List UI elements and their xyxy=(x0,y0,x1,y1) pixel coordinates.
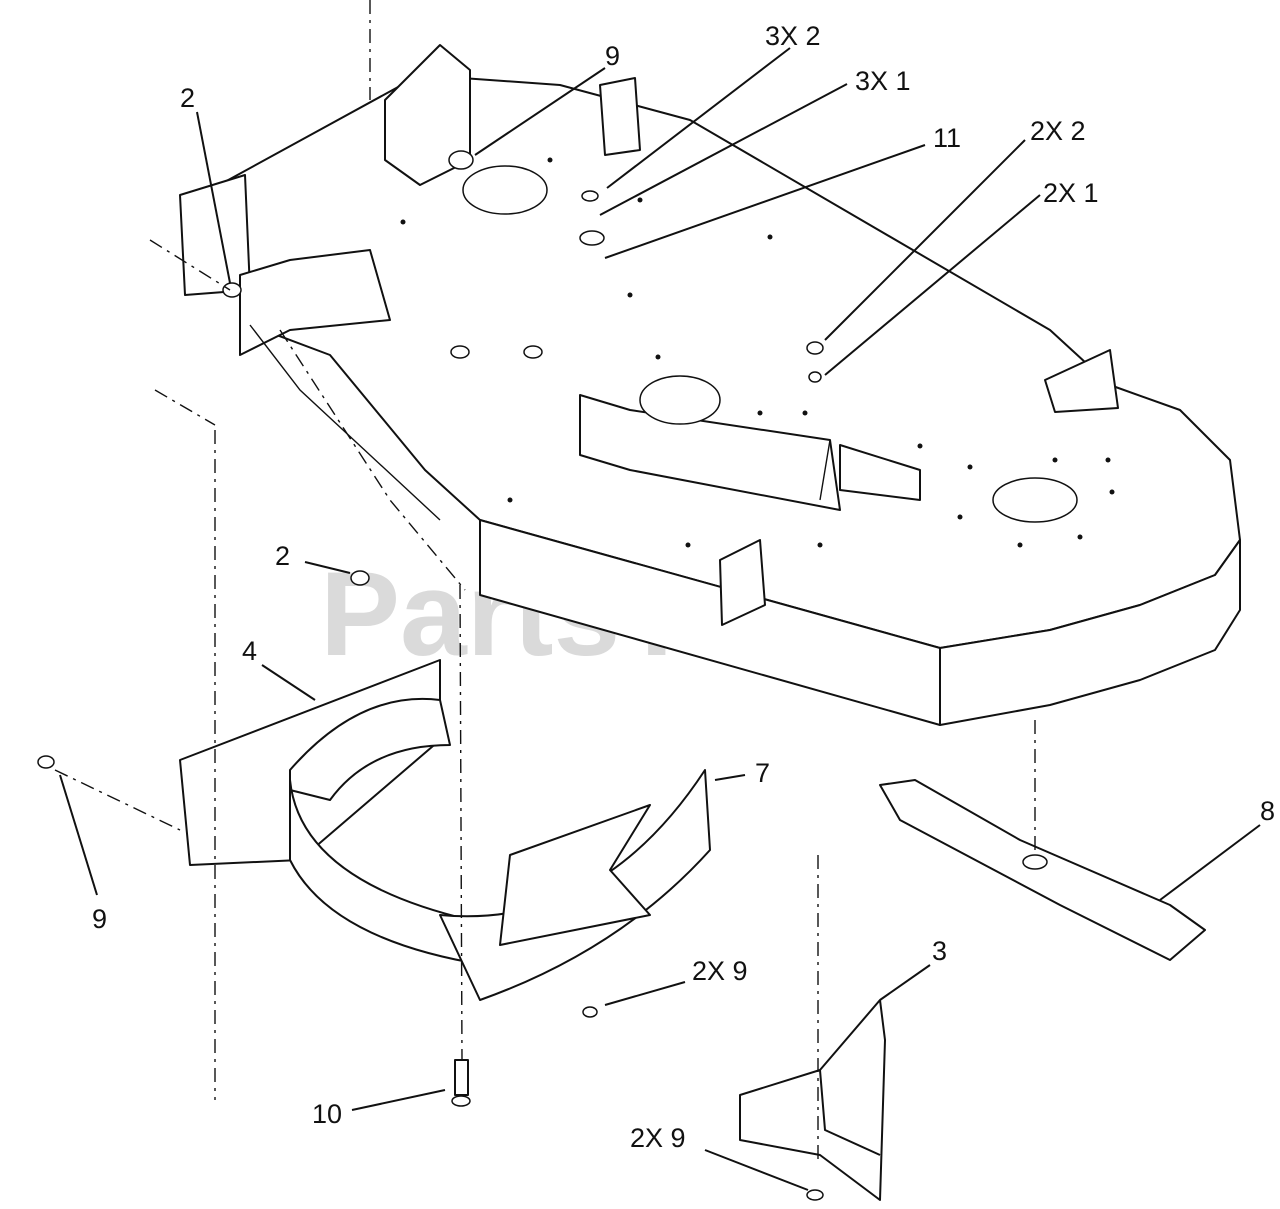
callout-11: 11 xyxy=(933,123,961,153)
mower-deck-housing xyxy=(179,44,1241,726)
callout-2x1: 2X 1 xyxy=(1043,178,1099,208)
callout-3x1: 3X 1 xyxy=(855,66,911,96)
callout-2x9-bottom: 2X 9 xyxy=(630,1123,686,1153)
deflector-part-3 xyxy=(739,999,886,1201)
baffle-part-7 xyxy=(439,769,711,1001)
callout-3: 3 xyxy=(932,936,947,966)
leader-lines xyxy=(59,47,1261,1191)
callout-2-mid: 2 xyxy=(275,541,290,571)
discharge-chute-part-4 xyxy=(179,659,486,966)
mower-blade-part-8 xyxy=(879,779,1206,961)
callout-2x9-mid: 2X 9 xyxy=(692,956,748,986)
callout-8: 8 xyxy=(1260,796,1275,826)
callout-4: 4 xyxy=(242,636,257,666)
callout-2-top: 2 xyxy=(180,83,195,113)
callout-10: 10 xyxy=(312,1099,342,1129)
callout-labels: 3X 2 3X 1 9 2 11 2X 2 2X 1 2 4 7 8 9 2X … xyxy=(92,21,1275,1153)
callout-3x2: 3X 2 xyxy=(765,21,821,51)
assembly-centerlines xyxy=(54,0,1036,1160)
callout-9-left: 9 xyxy=(92,904,107,934)
callout-9-top: 9 xyxy=(605,41,620,71)
hardware xyxy=(37,150,824,1201)
callout-7: 7 xyxy=(755,758,770,788)
callout-2x2: 2X 2 xyxy=(1030,116,1086,146)
